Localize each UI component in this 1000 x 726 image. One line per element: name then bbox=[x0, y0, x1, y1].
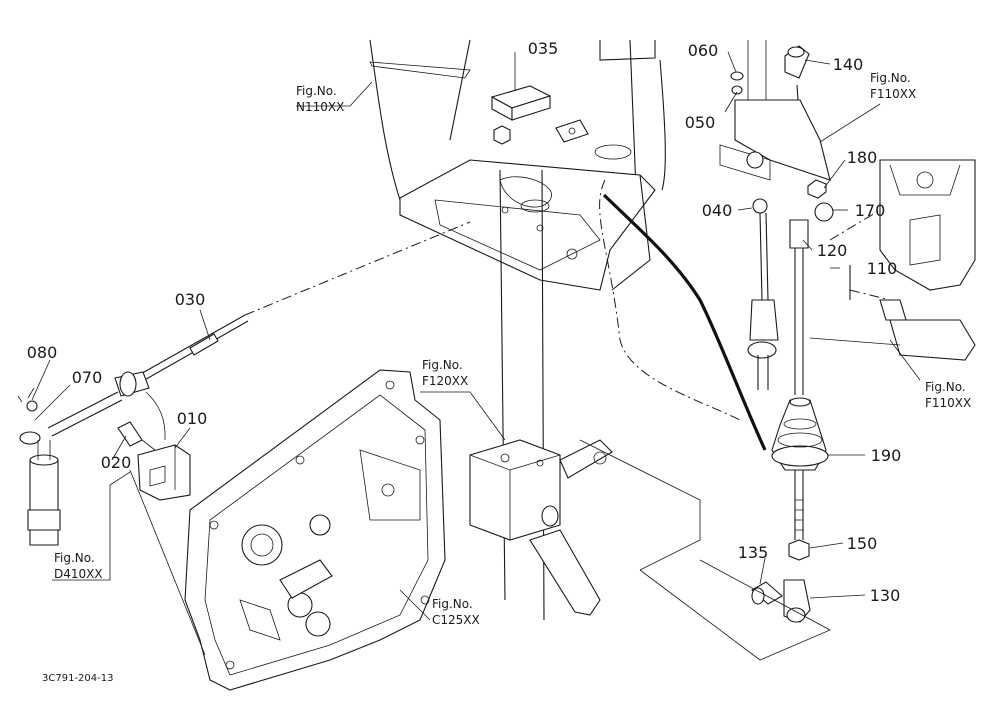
label-140: 140 bbox=[833, 55, 864, 74]
upper-bracket bbox=[719, 40, 831, 181]
bracket-f110 bbox=[829, 159, 976, 361]
part-labels: 035 060 050 140 180 170 040 120 110 190 … bbox=[27, 39, 902, 605]
upper-housing bbox=[369, 39, 666, 621]
figref-n110-prefix: Fig.No. bbox=[296, 84, 337, 98]
lower-joint bbox=[639, 539, 831, 661]
drawing-number: 3C791-204-13 bbox=[42, 673, 113, 684]
figure-references: Fig.No. N110XX Fig.No. F110XX Fig.No. F1… bbox=[54, 71, 971, 627]
part-010-bracket bbox=[137, 444, 191, 501]
shaft-d410 bbox=[27, 440, 61, 546]
case-c125 bbox=[184, 369, 446, 691]
label-170: 170 bbox=[855, 201, 886, 220]
label-030: 030 bbox=[175, 290, 206, 309]
label-060: 060 bbox=[688, 41, 719, 60]
part-040-cable bbox=[747, 198, 779, 390]
part-035-pad bbox=[490, 85, 589, 145]
label-120: 120 bbox=[817, 241, 848, 260]
nuts-170-180 bbox=[807, 179, 834, 222]
route-line bbox=[602, 193, 767, 451]
label-080: 080 bbox=[27, 343, 58, 362]
figref-f110-right-prefix: Fig.No. bbox=[925, 380, 966, 394]
label-150: 150 bbox=[847, 534, 878, 553]
part-190-boot bbox=[771, 397, 829, 471]
label-040: 040 bbox=[702, 201, 733, 220]
label-035: 035 bbox=[528, 39, 559, 58]
arrow-020 bbox=[145, 391, 166, 441]
route-dash bbox=[599, 179, 741, 421]
label-190: 190 bbox=[871, 446, 902, 465]
label-010: 010 bbox=[177, 409, 208, 428]
figref-f120-prefix: Fig.No. bbox=[422, 358, 463, 372]
rod-assembly bbox=[784, 45, 810, 540]
leader-lines bbox=[31, 51, 921, 656]
figref-f110-top-code: F110XX bbox=[870, 87, 916, 101]
figref-d410-code: D410XX bbox=[54, 567, 103, 581]
figref-f120-code: F120XX bbox=[422, 374, 468, 388]
figref-d410-prefix: Fig.No. bbox=[54, 551, 95, 565]
label-130: 130 bbox=[870, 586, 901, 605]
part-030-cable bbox=[17, 221, 471, 445]
label-070: 070 bbox=[72, 368, 103, 387]
label-135: 135 bbox=[738, 543, 769, 562]
lever-bracket-f120 bbox=[469, 439, 701, 616]
label-110: 110 bbox=[867, 259, 898, 278]
figref-c125-code: C125XX bbox=[432, 613, 480, 627]
figref-c125-prefix: Fig.No. bbox=[432, 597, 473, 611]
figref-f110-right-code: F110XX bbox=[925, 396, 971, 410]
figref-f110-top-prefix: Fig.No. bbox=[870, 71, 911, 85]
figref-n110-code: N110XX bbox=[296, 100, 344, 114]
label-180: 180 bbox=[847, 148, 878, 167]
part-020-bolt bbox=[117, 421, 156, 451]
label-050: 050 bbox=[685, 113, 716, 132]
label-020: 020 bbox=[101, 453, 132, 472]
